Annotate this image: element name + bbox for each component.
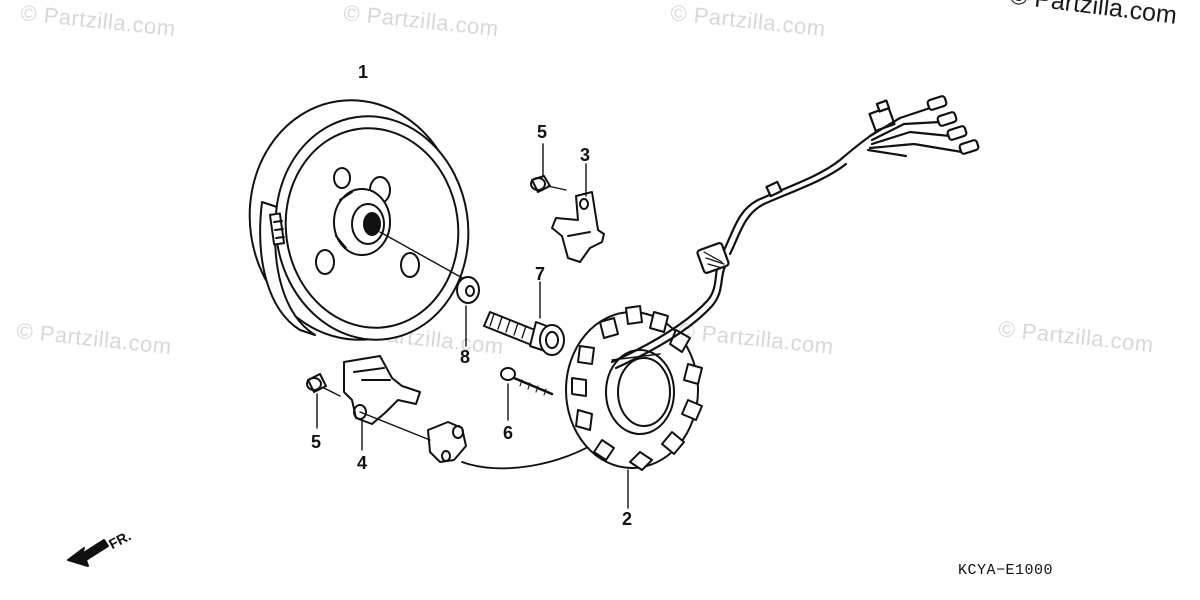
callout-upper-bracket[interactable]: 3 bbox=[580, 145, 591, 165]
callout-flywheel-bolt[interactable]: 7 bbox=[535, 264, 546, 284]
upper-bracket[interactable] bbox=[551, 191, 605, 263]
callout-stator-screw[interactable]: 6 bbox=[503, 423, 514, 443]
flywheel-bolt[interactable] bbox=[483, 311, 565, 356]
callout-flywheel[interactable]: 1 bbox=[358, 62, 369, 82]
callout-washer[interactable]: 8 bbox=[460, 347, 471, 367]
diagram-code: KCYA−E1000 bbox=[958, 562, 1054, 579]
stator-screw[interactable] bbox=[500, 367, 554, 396]
stator[interactable] bbox=[565, 305, 703, 471]
callout-lower-bracket[interactable]: 4 bbox=[357, 453, 368, 473]
washer[interactable] bbox=[456, 276, 480, 304]
lower-bracket[interactable] bbox=[343, 355, 421, 425]
flywheel-rotor[interactable] bbox=[234, 87, 482, 354]
callout-upper-bolt[interactable]: 5 bbox=[537, 122, 548, 142]
front-direction-arrow bbox=[67, 539, 109, 567]
pickup-sensor[interactable] bbox=[359, 411, 601, 470]
callout-stator[interactable]: 2 bbox=[622, 509, 633, 529]
wiring-harness[interactable] bbox=[610, 95, 980, 370]
callout-lower-bolt[interactable]: 5 bbox=[311, 432, 322, 452]
upper-bolt[interactable] bbox=[530, 175, 567, 193]
lower-bolt[interactable] bbox=[306, 373, 341, 397]
